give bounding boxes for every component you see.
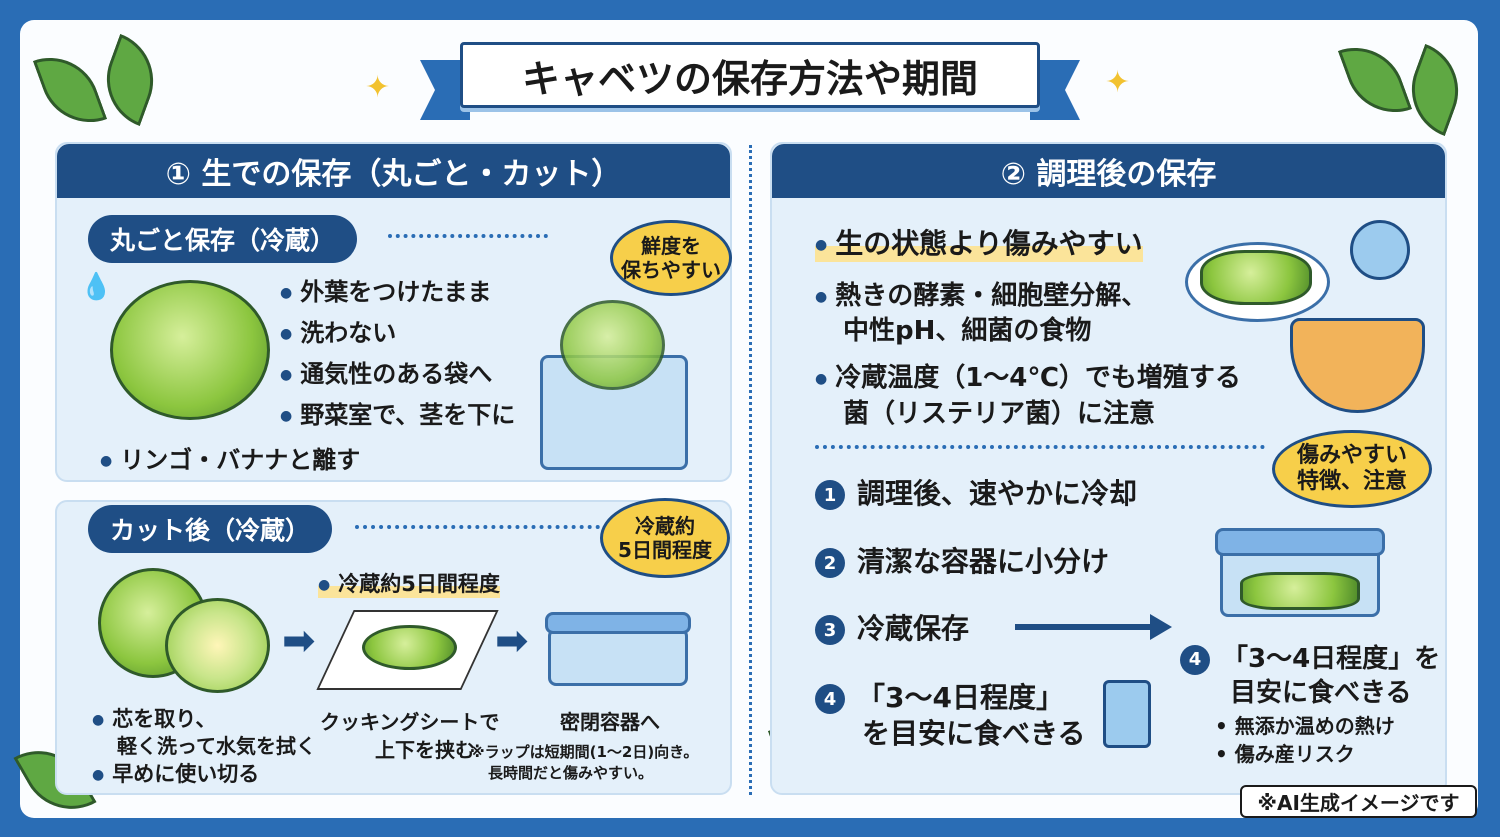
step-number: 4 [815, 684, 845, 714]
bullet: 熱きの酵素・細胞壁分解、 [815, 275, 1147, 312]
bullet: 通気性のある袋へ [280, 354, 492, 389]
step-text: 目安に食べきる [1230, 678, 1412, 708]
step-1: 1 調理後、速やかに冷却 [815, 472, 1137, 512]
sparkle-icon: ✦ [1105, 65, 1131, 100]
step-text: 「3〜4日程度」を [1222, 644, 1441, 674]
text: 密閉容器へ [560, 710, 660, 734]
step-2: 2 清潔な容器に小分け [815, 540, 1109, 580]
text: 菌（リステリア菌）に注意 [843, 399, 1156, 429]
bagged-cabbage-image [560, 300, 665, 390]
note: • 傷み産リスク [1215, 742, 1355, 766]
step-3: 3 冷蔵保存 [815, 607, 969, 647]
bullet: 早めに使い切る [92, 758, 259, 788]
fridge-icon [1103, 680, 1151, 748]
five-days-bubble: 冷蔵約 5日間程度 [600, 498, 730, 578]
step-number: 2 [815, 548, 845, 578]
text: 上下を挟む [375, 738, 475, 762]
page-title: キャベツの保存方法や期間 [460, 42, 1040, 108]
step-text: 「3〜4日程度」 [857, 681, 1064, 714]
bullet: 生の状態より傷みやすい [815, 222, 1143, 262]
arrow-line [1015, 624, 1155, 630]
water-drop-icon: 💧 [80, 272, 113, 302]
ai-generated-badge: ※AI生成イメージです [1240, 785, 1477, 818]
bullet: 芯を取り、 [92, 703, 216, 733]
stir-fry-image [1200, 250, 1312, 305]
bullet: 洗わない [280, 313, 396, 348]
panel-header: ① 生での保存（丸ごと・カット） [57, 144, 730, 198]
note-text: 傷み産リスク [1234, 742, 1355, 766]
text: クッキングシートで [320, 710, 500, 734]
step-number: 3 [815, 615, 845, 645]
bullet: リンゴ・バナナと離す [100, 440, 360, 475]
column-divider [749, 145, 752, 795]
bullet: 冷蔵温度（1〜4℃）でも増殖する [815, 357, 1241, 394]
note: • 無添か温めの熱け [1215, 714, 1395, 738]
arrow-right-icon: ➡ [282, 618, 316, 664]
cabbage-slice-image [362, 625, 457, 670]
freshness-bubble: 鮮度を 保ちやすい [610, 220, 732, 296]
arrow-head-icon [1150, 614, 1172, 640]
note-text: 無添か温めの熱け [1234, 714, 1395, 738]
step-text: 調理後、速やかに冷却 [857, 477, 1138, 510]
dotted-divider [815, 445, 1265, 449]
bullet: 外葉をつけたまま [280, 272, 491, 307]
step-text: を目安に食べきる [862, 717, 1086, 750]
container-lid [545, 612, 691, 634]
bullet: 野菜室で、茎を下に [280, 395, 515, 430]
container-lid [1215, 528, 1385, 556]
dotted-divider [355, 525, 600, 529]
dotted-divider [388, 234, 548, 238]
highlight-text: 冷蔵約5日間程度 [318, 568, 500, 598]
caution-bubble: 傷みやすい 特徴、注意 [1272, 430, 1432, 508]
cut-storage-pill: カット後（冷蔵） [88, 505, 333, 553]
sparkle-icon: ✦ [365, 70, 391, 105]
wrap-note: ※ラップは短期間(1〜2日)向き。 [470, 743, 699, 761]
cabbage-image [110, 280, 270, 420]
step-number: 1 [815, 480, 845, 510]
sealed-container-image [548, 628, 688, 686]
step-4: 4 「3〜4日程度」 [815, 676, 1064, 716]
arrow-right-icon: ➡ [495, 618, 529, 664]
step-text: 清潔な容器に小分け [857, 545, 1110, 578]
bacteria-icon [1350, 220, 1410, 280]
whole-storage-pill: 丸ごと保存（冷蔵） [88, 215, 358, 263]
wrap-note: 長時間だと傷みやすい。 [488, 764, 654, 782]
panel-header: ② 調理後の保存 [772, 144, 1445, 198]
cooked-cabbage-image [1240, 572, 1360, 610]
step-text: 冷蔵保存 [857, 612, 970, 645]
step-number: 4 [1180, 644, 1210, 675]
step-4-right: 4 「3〜4日程度」を [1180, 638, 1440, 675]
text: 軽く洗って水気を拭く [117, 734, 316, 758]
cut-cabbage-image [165, 598, 270, 693]
text: 中性pH、細菌の食物 [843, 316, 1092, 346]
